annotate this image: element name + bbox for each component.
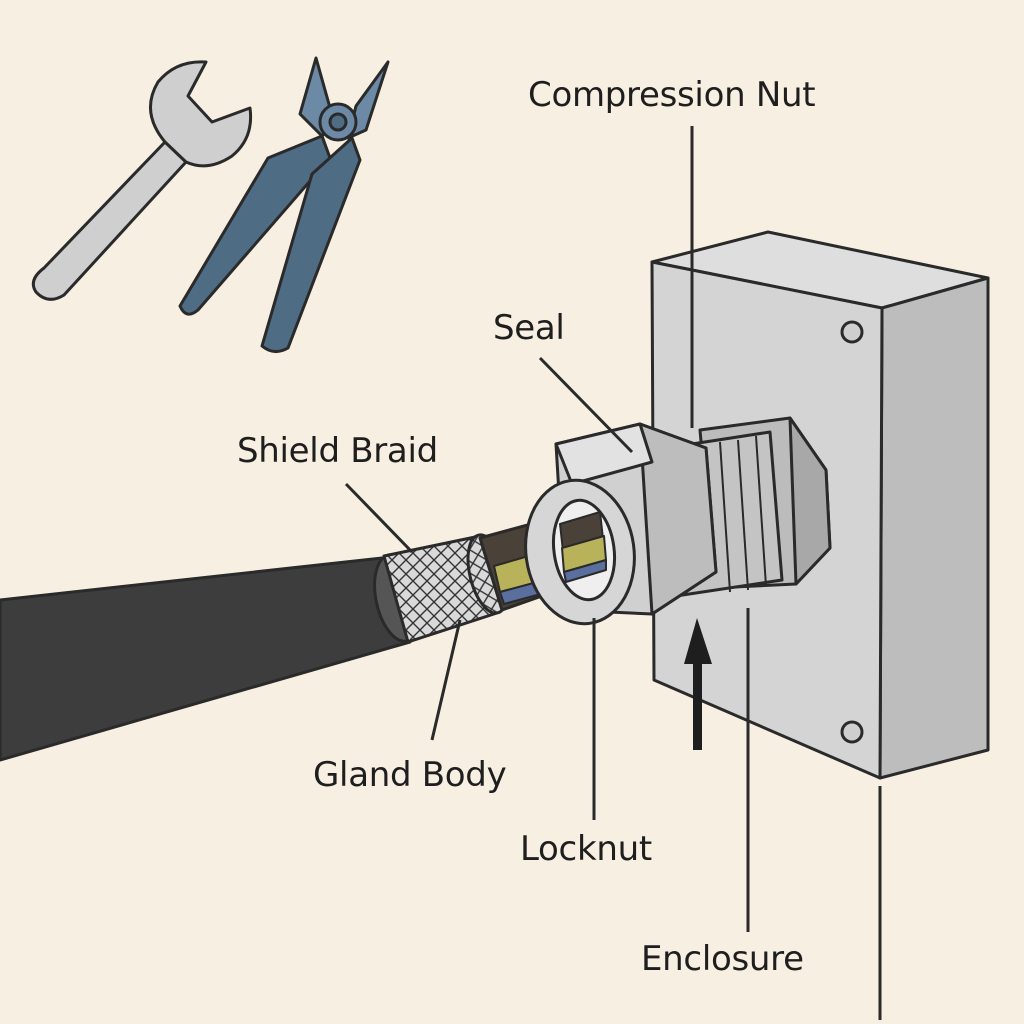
wire-cutter-icon bbox=[178, 56, 390, 353]
wrench-icon bbox=[31, 60, 253, 301]
label-compression-nut: Compression Nut bbox=[528, 75, 816, 115]
cable bbox=[0, 506, 615, 762]
cable-gland bbox=[524, 416, 832, 626]
leader-gland-body bbox=[430, 619, 462, 741]
label-locknut: Locknut bbox=[520, 829, 652, 869]
label-seal: Seal bbox=[493, 308, 565, 348]
leader-shield-braid bbox=[344, 482, 414, 554]
mounting-hole bbox=[840, 720, 864, 744]
label-shield-braid: Shield Braid bbox=[237, 431, 438, 471]
conductor-tip bbox=[559, 511, 607, 583]
label-enclosure: Enclosure bbox=[641, 939, 804, 979]
arrow-up-icon bbox=[684, 618, 712, 750]
leader-seal bbox=[538, 356, 634, 454]
leader-lines bbox=[344, 126, 882, 1020]
mounting-hole bbox=[840, 320, 864, 344]
label-gland-body: Gland Body bbox=[313, 755, 507, 795]
